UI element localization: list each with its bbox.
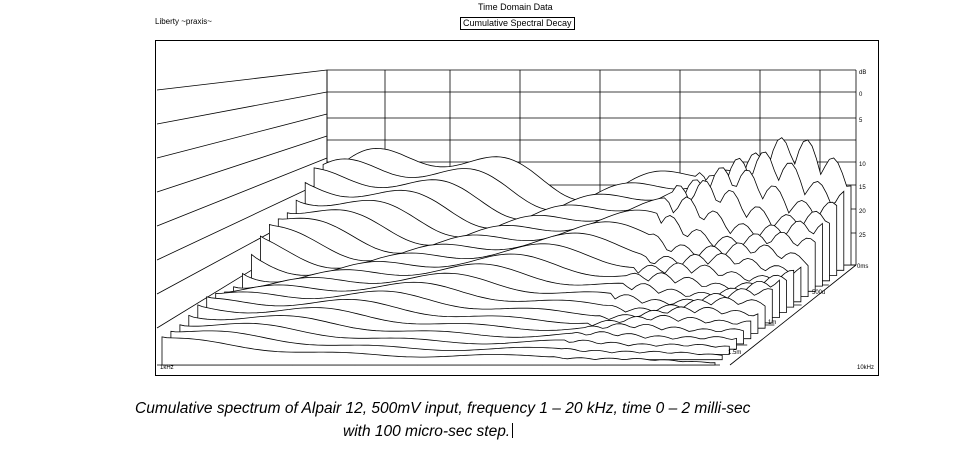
z-tick-label: 0ms — [857, 264, 869, 270]
left-wall-gridline — [156, 69, 328, 91]
chart-subtitle: Cumulative Spectral Decay — [460, 17, 575, 30]
z-tick-label: 20 — [859, 209, 866, 215]
left-wall-gridline — [156, 157, 328, 227]
text-cursor — [512, 423, 514, 438]
z-tick-label: 1.5m — [728, 350, 742, 356]
floor-gridline — [729, 264, 857, 366]
z-tick-label: 500u — [812, 290, 826, 296]
z-tick-label: 5 — [859, 118, 863, 124]
x-axis-max-label: 10kHz — [857, 365, 875, 371]
x-axis-min-label: 1kHz — [160, 365, 174, 371]
left-wall-gridline — [156, 135, 328, 193]
z-tick-label: 0 — [859, 92, 863, 98]
plot-frame — [155, 40, 879, 376]
z-tick-label: 10 — [859, 162, 866, 168]
z-tick-label: 1m — [768, 320, 777, 326]
z-tick-label: 25 — [859, 233, 866, 239]
caption-line-2-text: with 100 micro-sec step. — [343, 423, 511, 440]
figure-caption-line-1: Cumulative spectrum of Alpair 12, 500mV … — [135, 400, 751, 417]
app-label: Liberty ~praxis~ — [155, 17, 212, 26]
figure-caption-line-2: with 100 micro-sec step. — [343, 423, 514, 441]
left-wall-gridline — [156, 113, 328, 159]
z-tick-label: dB — [859, 70, 867, 76]
left-wall-gridline — [156, 91, 328, 125]
z-tick-label: 15 — [859, 185, 866, 191]
chart-title: Time Domain Data — [478, 2, 553, 12]
left-wall-gridline — [156, 179, 328, 261]
spectral-decay-slice — [161, 336, 716, 366]
